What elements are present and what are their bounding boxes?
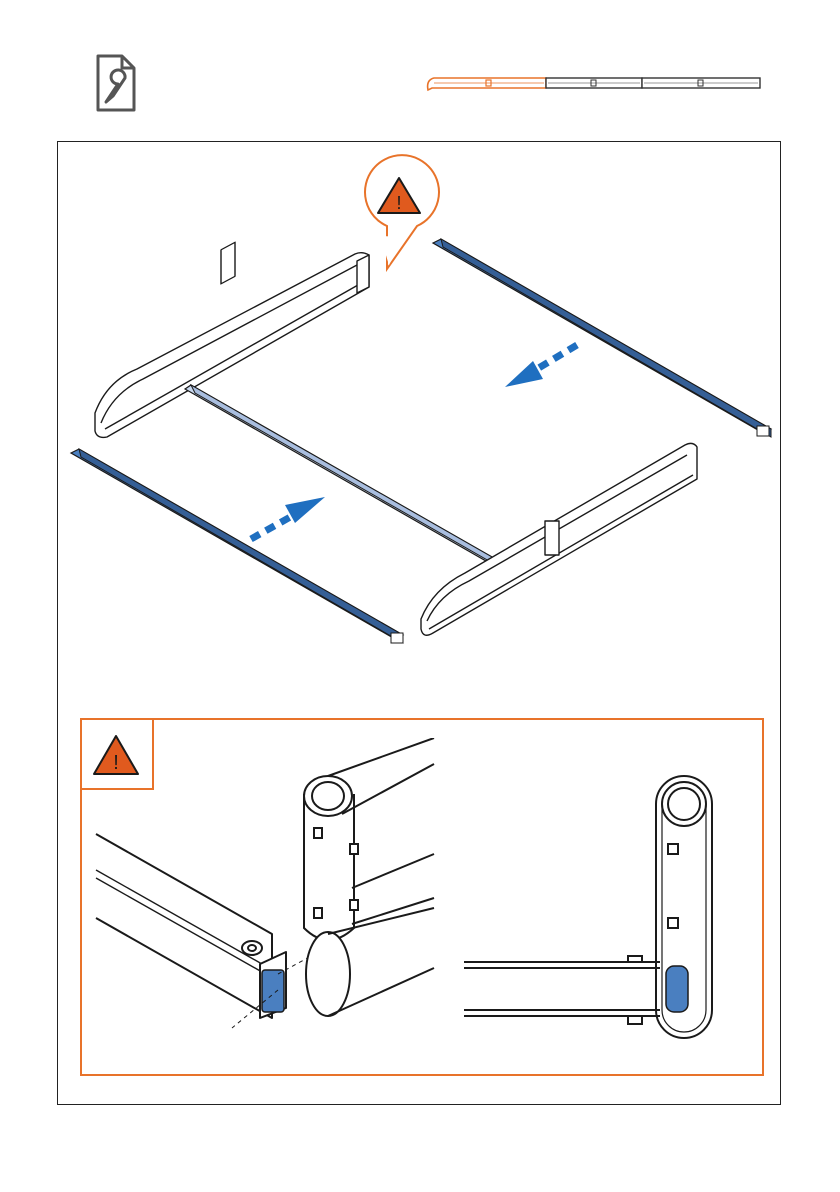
progress-rail bbox=[424, 74, 764, 94]
svg-text:!: ! bbox=[396, 193, 401, 213]
tool-icon bbox=[96, 54, 136, 112]
insert-arrow-front bbox=[251, 497, 325, 539]
rail-segment-1 bbox=[428, 78, 546, 90]
end-cap-front-detail bbox=[460, 772, 750, 1042]
right-side-frame bbox=[421, 443, 697, 635]
wrench-document-icon bbox=[96, 54, 136, 112]
center-bar bbox=[185, 385, 517, 577]
insert-arrow-back bbox=[505, 345, 577, 387]
frame-assembly-illustration: ! bbox=[57, 141, 781, 701]
rail-segment-3 bbox=[642, 78, 760, 88]
end-cap-perspective-detail bbox=[82, 738, 442, 1044]
back-bar bbox=[433, 239, 771, 437]
warning-callout: ! bbox=[365, 155, 439, 269]
rail-segment-2 bbox=[546, 78, 642, 88]
